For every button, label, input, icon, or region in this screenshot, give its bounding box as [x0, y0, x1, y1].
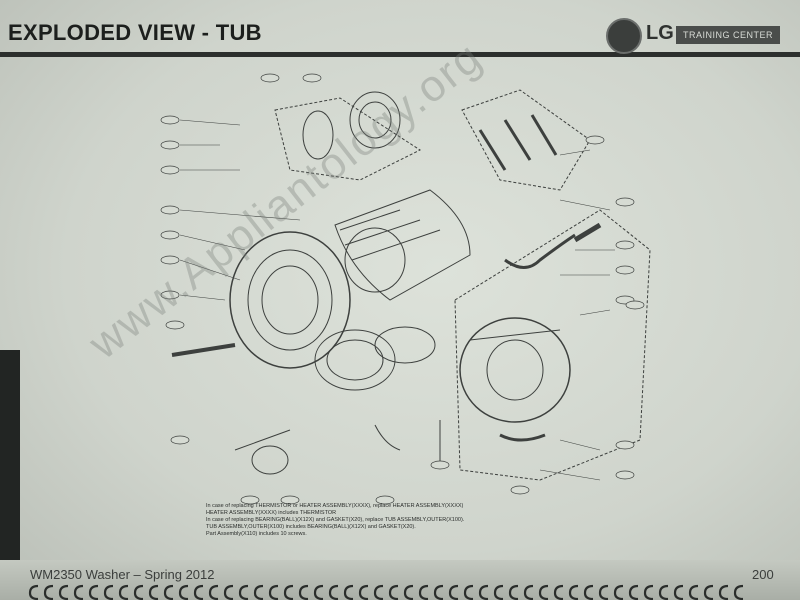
- binding-ring: [268, 584, 279, 600]
- binding-ring: [508, 584, 519, 600]
- binding-ring: [163, 584, 174, 600]
- binding-ring: [283, 584, 294, 600]
- binding-ring: [178, 584, 189, 600]
- binding-ring: [493, 584, 504, 600]
- logo-brand: LG: [646, 22, 674, 44]
- filter-bar: [478, 129, 507, 171]
- binding-ring: [718, 584, 729, 600]
- drum-pulley: [349, 91, 401, 149]
- logo-tagline: TRAINING CENTER: [676, 26, 780, 44]
- rear-tub: [459, 317, 571, 423]
- bearing-housing: [302, 110, 334, 160]
- page-bottom-edge: [0, 560, 800, 600]
- binding-ring: [298, 584, 309, 600]
- binding-ring: [448, 584, 459, 600]
- footer-model-label: WM2350 Washer – Spring 2012: [30, 567, 215, 582]
- binding-ring: [253, 584, 264, 600]
- footnote: TUB ASSEMBLY,OUTER(X100) includes BEARIN…: [206, 524, 416, 530]
- heater-group-outline: [274, 97, 422, 181]
- footnote: In case of replacing BEARING(BALL)(X12X)…: [206, 517, 465, 523]
- rear-tub-group-outline: [454, 209, 651, 481]
- binding-ring: [133, 584, 144, 600]
- binding-ring: [88, 584, 99, 600]
- binding-ring: [118, 584, 129, 600]
- binding-ring: [148, 584, 159, 600]
- binding-ring: [313, 584, 324, 600]
- front-balancer: [374, 326, 436, 364]
- binding-ring: [658, 584, 669, 600]
- binding-ring: [403, 584, 414, 600]
- hanger-bracket: [171, 343, 236, 357]
- binding-ring: [43, 584, 54, 600]
- pump-filter: [251, 445, 289, 475]
- binding-ring: [643, 584, 654, 600]
- binding-ring: [598, 584, 609, 600]
- binding-ring: [73, 584, 84, 600]
- air-chamber: [573, 222, 602, 243]
- binding-ring: [583, 584, 594, 600]
- binding-ring: [373, 584, 384, 600]
- callout-marker: [260, 73, 280, 83]
- binding-ring: [523, 584, 534, 600]
- binding-ring: [103, 584, 114, 600]
- page-number: 200: [752, 567, 774, 582]
- binding-ring: [388, 584, 399, 600]
- binding-ring: [343, 584, 354, 600]
- lg-training-center-logo: LG TRAINING CENTER: [606, 18, 796, 54]
- binding-ring: [193, 584, 204, 600]
- binding-ring: [628, 584, 639, 600]
- header-rule: [0, 52, 800, 57]
- binding-ring: [568, 584, 579, 600]
- binding-ring: [223, 584, 234, 600]
- binding-ring: [358, 584, 369, 600]
- binding-ring: [688, 584, 699, 600]
- exploded-view-diagram: [160, 73, 651, 505]
- inner-drum: [334, 189, 471, 301]
- footnote: In case of replacing THERMISTOR or HEATE…: [206, 503, 464, 509]
- binding-ring: [418, 584, 429, 600]
- binding-ring: [478, 584, 489, 600]
- binding-ring: [328, 584, 339, 600]
- binding-ring: [553, 584, 564, 600]
- footnote: HEATER ASSEMBLY(XXXX) includes THERMISTO…: [206, 510, 337, 516]
- filter-group-outline: [461, 89, 591, 191]
- spiral-binding: [28, 584, 744, 600]
- binding-ring: [733, 584, 744, 600]
- page-title: EXPLODED VIEW - TUB: [8, 20, 262, 45]
- binding-ring: [613, 584, 624, 600]
- front-tub: [229, 231, 351, 369]
- footnote: Part Assembly(X110) includes 10 screws.: [206, 531, 307, 537]
- binding-ring: [58, 584, 69, 600]
- drain-hose: [504, 233, 576, 269]
- binding-ring: [433, 584, 444, 600]
- binding-ring: [28, 584, 39, 600]
- binding-ring: [673, 584, 684, 600]
- footnotes: In case of replacing THERMISTOR or HEATE…: [206, 503, 566, 538]
- binding-ring: [703, 584, 714, 600]
- binding-edge: [0, 350, 20, 600]
- door-gasket: [314, 329, 396, 391]
- lg-logo-icon: [606, 18, 642, 54]
- binding-ring: [208, 584, 219, 600]
- binding-ring: [538, 584, 549, 600]
- binding-ring: [463, 584, 474, 600]
- binding-ring: [238, 584, 249, 600]
